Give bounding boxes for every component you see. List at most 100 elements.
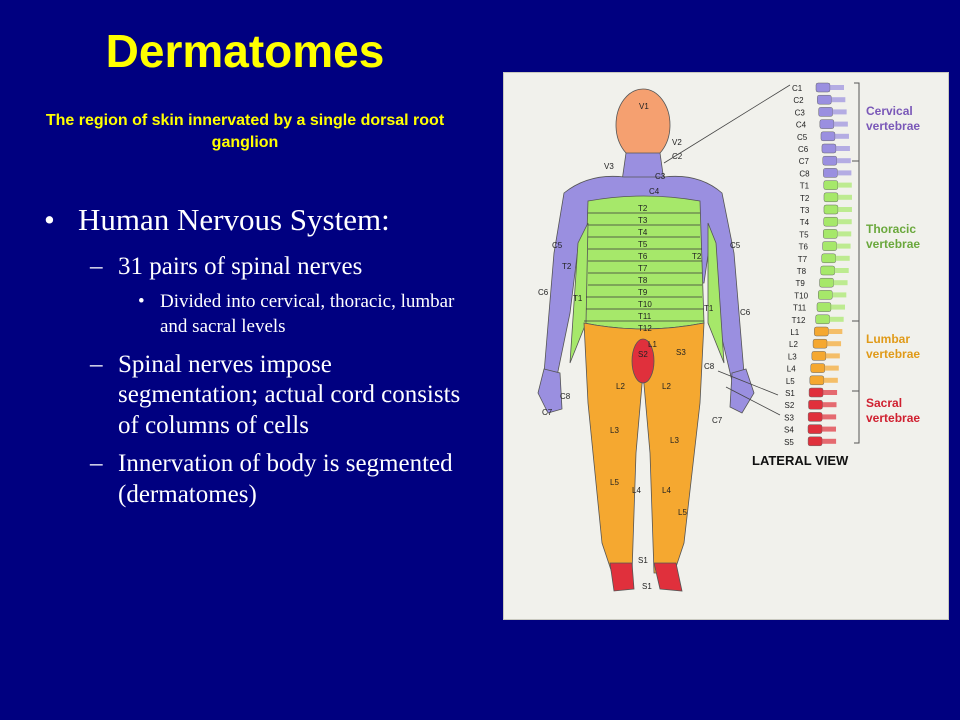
vertebra xyxy=(808,425,822,434)
label-v3: V3 xyxy=(604,162,614,171)
bullet-text: Divided into cervical, thoracic, lumbar … xyxy=(160,290,464,339)
spine-label: T3 xyxy=(800,206,810,215)
trunk-label: T3 xyxy=(638,216,648,225)
vertebra xyxy=(817,303,831,312)
vertebra xyxy=(819,107,833,116)
label-l4-right: L4 xyxy=(662,486,671,495)
spine-label: T4 xyxy=(800,218,810,227)
trunk-label: T4 xyxy=(638,228,648,237)
label-l2-right: L2 xyxy=(662,382,671,391)
dash-marker-icon: – xyxy=(90,350,118,442)
cervical-label-2: vertebrae xyxy=(866,119,920,133)
label-c5-right: C5 xyxy=(730,241,741,250)
sacral-label-2: vertebrae xyxy=(866,411,920,425)
bullet-level2: – Spinal nerves impose segmentation; act… xyxy=(90,350,464,442)
lateral-view-label: LATERAL VIEW xyxy=(752,453,849,468)
vertebra xyxy=(820,120,834,129)
vertebra xyxy=(816,315,830,324)
bullet-level1: • Human Nervous System: xyxy=(44,202,464,238)
spine-label: C5 xyxy=(797,133,808,142)
vertebra xyxy=(823,242,837,251)
thoracic-label-2: vertebrae xyxy=(866,237,920,251)
label-l5-left: L5 xyxy=(610,478,619,487)
vertebra-process xyxy=(823,402,837,407)
vertebra-process xyxy=(836,256,850,261)
spine-label: L3 xyxy=(788,352,797,361)
label-l3-right: L3 xyxy=(670,436,679,445)
spine-column: C1C2C3C4C5C6C7C8T1T2T3T4T5T6T7T8T9T10T11… xyxy=(784,83,852,447)
spine-label: C4 xyxy=(796,121,807,130)
vertebra-process xyxy=(836,146,850,151)
lumbar-label: Lumbar xyxy=(866,332,910,346)
vertebra xyxy=(823,229,837,238)
spine-label: S3 xyxy=(784,413,794,422)
dermatome-figure: V1 V2 V3 C2 C3 C4 C5 C5 C6 C6 C7 C7 C8 C… xyxy=(503,72,949,620)
label-c8-right: C8 xyxy=(704,362,715,371)
label-v2: V2 xyxy=(672,138,682,147)
vertebra xyxy=(823,156,837,165)
vertebra-process xyxy=(823,390,837,395)
region-labels: Cervical vertebrae Thoracic vertebrae Lu… xyxy=(866,104,920,425)
vertebra-process xyxy=(834,280,848,285)
spine-label: T6 xyxy=(799,243,809,252)
cervical-label: Cervical xyxy=(866,104,913,118)
label-s1-lower: S1 xyxy=(642,582,652,591)
spine-label: L4 xyxy=(787,365,796,374)
label-c2: C2 xyxy=(672,152,683,161)
lumbar-label-2: vertebrae xyxy=(866,347,920,361)
vertebra-process xyxy=(835,134,849,139)
vertebra-process xyxy=(837,158,851,163)
label-s2: S2 xyxy=(638,350,648,359)
vertebra xyxy=(824,217,838,226)
vertebra xyxy=(808,437,822,446)
label-c3: C3 xyxy=(655,172,666,181)
vertebra xyxy=(820,278,834,287)
bullet-level2: – 31 pairs of spinal nerves xyxy=(90,252,464,283)
label-v1: V1 xyxy=(639,102,649,111)
label-l4-left: L4 xyxy=(632,486,641,495)
label-t2-left: T2 xyxy=(562,262,572,271)
spine-label: C1 xyxy=(792,84,803,93)
vertebra xyxy=(824,205,838,214)
label-l1: L1 xyxy=(648,340,657,349)
vertebra xyxy=(808,412,822,421)
vertebra xyxy=(811,364,825,373)
label-t2-right: T2 xyxy=(692,252,702,261)
spine-label: T1 xyxy=(800,182,810,191)
vertebra-process xyxy=(822,414,836,419)
spine-label: T7 xyxy=(798,255,808,264)
vertebra-process xyxy=(827,341,841,346)
vertebra-process xyxy=(822,439,836,444)
vertebra-process xyxy=(830,85,844,90)
vertebra-process xyxy=(838,207,852,212)
vertebra-process xyxy=(828,329,842,334)
label-s3: S3 xyxy=(676,348,686,357)
bullet-level3: • Divided into cervical, thoracic, lumba… xyxy=(138,290,464,339)
bullet-text: Innervation of body is segmented (dermat… xyxy=(118,449,464,510)
thoracic-label: Thoracic xyxy=(866,222,916,236)
slide-subtitle: The region of skin innervated by a singl… xyxy=(40,110,450,153)
bullet-text: Human Nervous System: xyxy=(78,202,464,238)
vertebra-process xyxy=(837,231,851,236)
label-c4: C4 xyxy=(649,187,660,196)
spine-label: T12 xyxy=(792,316,806,325)
vertebra xyxy=(824,193,838,202)
vertebra xyxy=(809,388,823,397)
vertebra xyxy=(821,266,835,275)
vertebra xyxy=(812,351,826,360)
vertebra-process xyxy=(825,366,839,371)
spine-label: C7 xyxy=(799,157,810,166)
vertebra-process xyxy=(832,292,846,297)
label-c6-left: C6 xyxy=(538,288,549,297)
vertebra xyxy=(818,290,832,299)
bullet-list: • Human Nervous System: – 31 pairs of sp… xyxy=(44,202,464,518)
spine-label: L2 xyxy=(789,340,798,349)
vertebra-process xyxy=(835,268,849,273)
vertebra xyxy=(821,132,835,141)
vertebra xyxy=(822,254,836,263)
vertebra-process xyxy=(838,195,852,200)
spine-label: T9 xyxy=(796,279,806,288)
spine-label: T2 xyxy=(800,194,810,203)
label-t1-left: T1 xyxy=(573,294,583,303)
spine-label: S1 xyxy=(785,389,795,398)
